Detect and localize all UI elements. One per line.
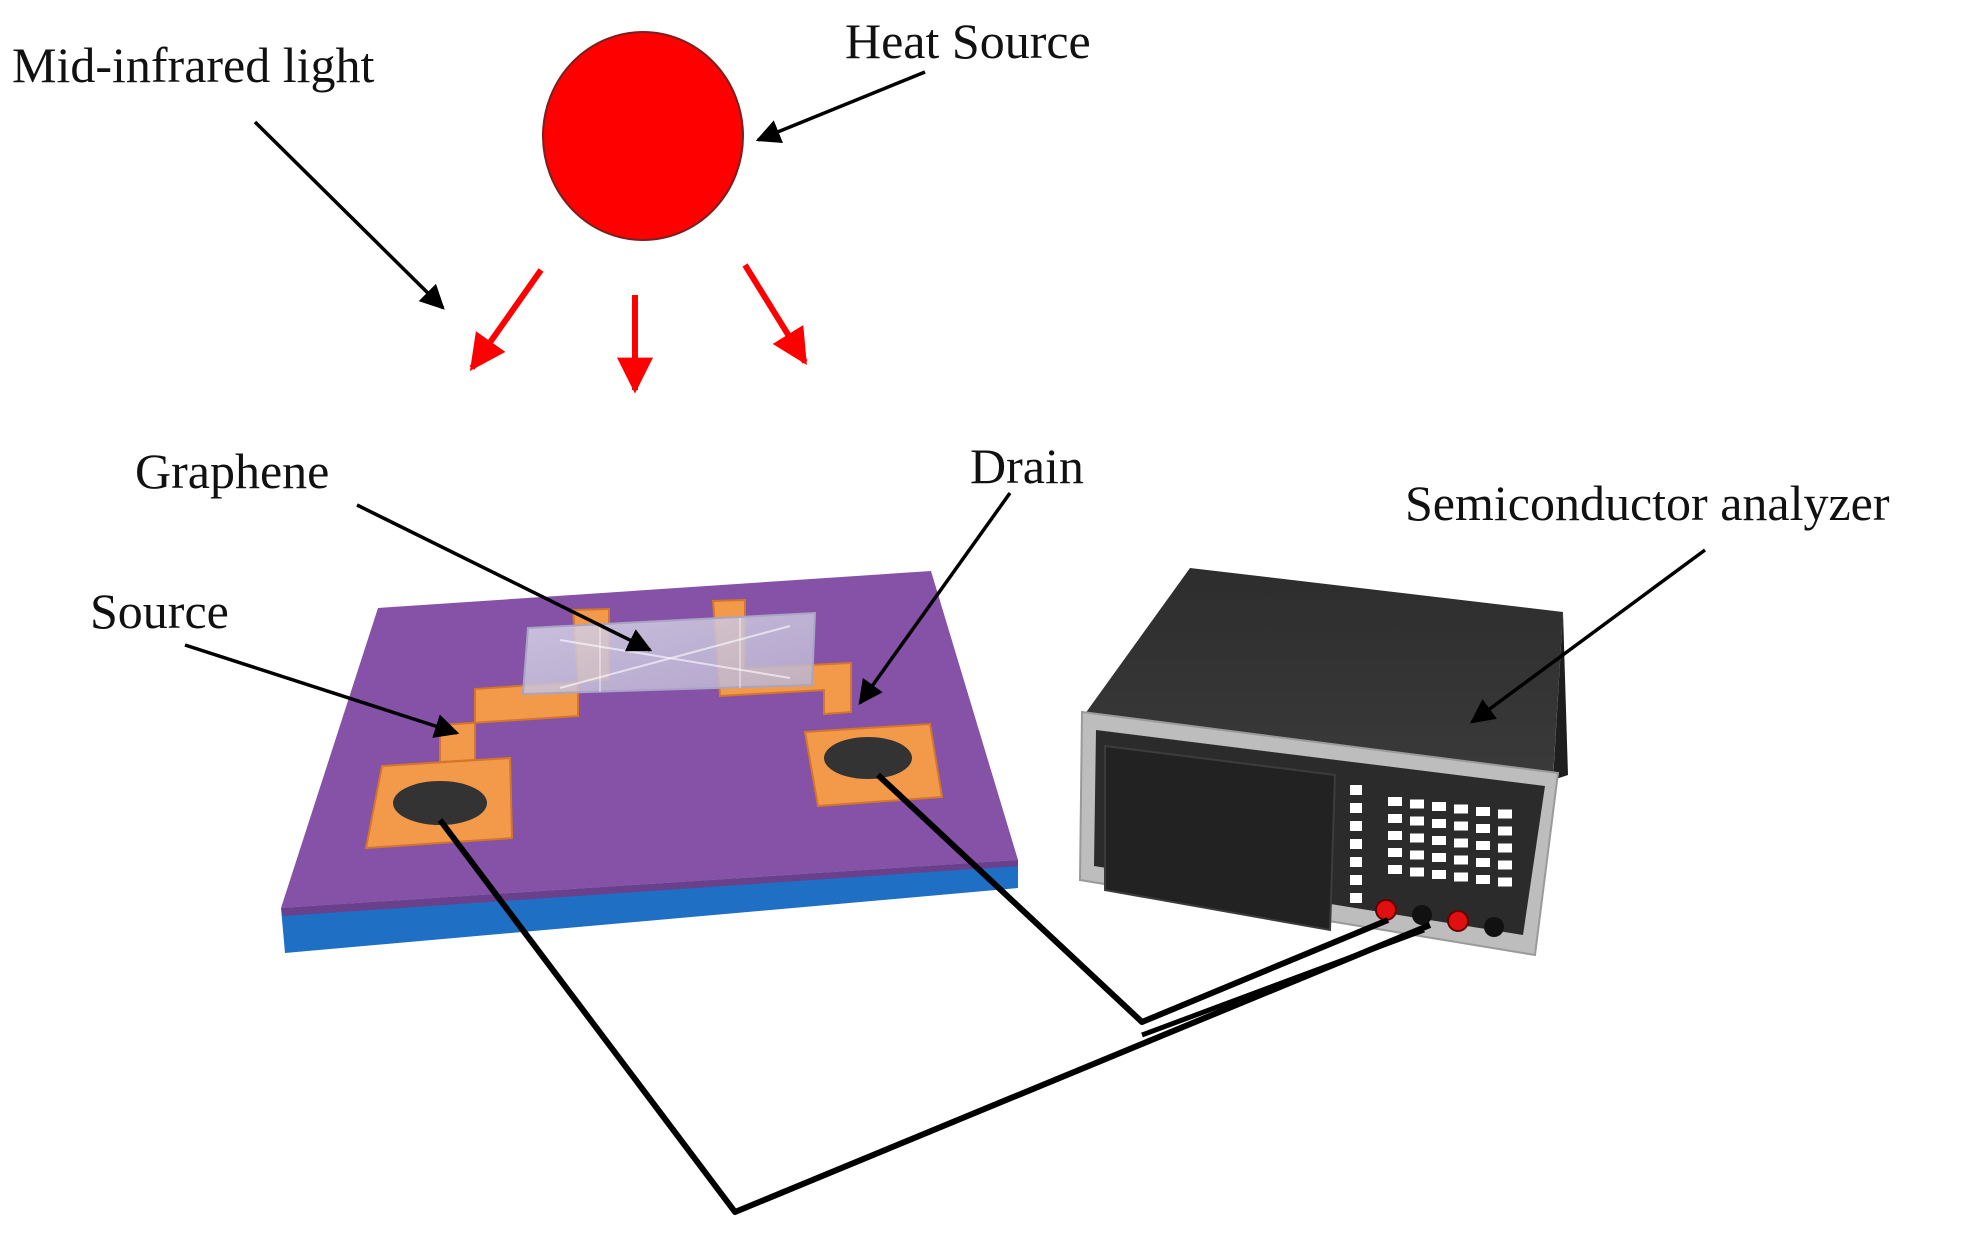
heat-source <box>542 31 744 241</box>
analyzer-terminal-black-2 <box>1484 917 1504 937</box>
analyzer-key <box>1454 872 1468 882</box>
analyzer-key <box>1350 875 1362 885</box>
graphene-sheet <box>521 611 817 696</box>
analyzer-key <box>1432 853 1446 862</box>
analyzer-key <box>1350 785 1362 795</box>
analyzer-key <box>1388 814 1402 823</box>
mid-infrared-light-label: Mid-infrared light <box>12 37 375 93</box>
analyzer-key <box>1410 816 1424 826</box>
analyzer-key <box>1476 807 1490 816</box>
analyzer-key <box>1350 893 1362 903</box>
wires <box>437 772 1432 1215</box>
analyzer-key <box>1350 803 1362 813</box>
analyzer-key <box>1388 865 1402 874</box>
analyzer-key <box>1388 797 1402 806</box>
heat-source-arrow <box>755 70 926 144</box>
semiconductor-analyzer <box>1078 568 1568 957</box>
analyzer-key <box>1388 831 1402 840</box>
analyzer-key <box>1432 870 1446 879</box>
analyzer-key <box>1498 843 1512 853</box>
substrate-top-shade <box>281 860 1018 916</box>
analyzer-terminal-red-2 <box>1447 910 1469 932</box>
source-label: Source <box>90 583 229 639</box>
analyzer-key <box>1454 855 1468 865</box>
heat-source-sphere <box>542 31 744 241</box>
analyzer-key <box>1498 826 1512 836</box>
ir-ray-left <box>469 268 544 371</box>
analyzer-key <box>1454 804 1468 814</box>
analyzer-button-grid <box>1350 785 1512 903</box>
drain-arrow <box>858 491 1012 705</box>
semiconductor-analyzer-label: Semiconductor analyzer <box>1405 475 1890 531</box>
drain-wire <box>875 772 1390 1025</box>
analyzer-key <box>1476 875 1490 884</box>
analyzer-key <box>1432 802 1446 811</box>
analyzer-key <box>1498 809 1512 819</box>
graphene-arrow <box>356 503 653 652</box>
analyzer-key <box>1388 848 1402 857</box>
analyzer-key <box>1454 838 1468 848</box>
analyzer-terminal-red-1 <box>1375 899 1397 921</box>
analyzer-terminal-black-1 <box>1412 905 1432 925</box>
analyzer-top <box>1082 568 1563 778</box>
analyzer-key <box>1476 841 1490 850</box>
mid-infrared-arrow <box>253 120 445 310</box>
analyzer-key <box>1410 833 1424 843</box>
analyzer-screen <box>1104 744 1337 932</box>
analyzer-key <box>1498 877 1512 887</box>
analyzer-key <box>1498 860 1512 870</box>
source-wire <box>437 818 1432 1215</box>
analyzer-key <box>1476 824 1490 833</box>
analyzer-key <box>1350 839 1362 849</box>
analyzer-key <box>1432 819 1446 828</box>
ir-ray-right <box>742 263 808 366</box>
heat-source-label: Heat Source <box>845 13 1091 69</box>
pointer-arrows <box>184 70 1707 738</box>
drain-label: Drain <box>970 438 1084 494</box>
drain-contact <box>824 737 912 779</box>
analyzer-key <box>1410 799 1424 809</box>
analyzer-key <box>1476 858 1490 867</box>
graphene-label: Graphene <box>135 443 329 499</box>
analyzer-key <box>1432 836 1446 845</box>
source-arrow <box>184 643 460 738</box>
drain-wire-parallel <box>1141 927 1425 1038</box>
analyzer-key <box>1454 821 1468 831</box>
substrate-side-front <box>281 860 1018 953</box>
source-contact <box>393 781 487 825</box>
infrared-rays <box>469 263 808 394</box>
analyzer-key <box>1410 867 1424 877</box>
analyzer-key <box>1350 857 1362 867</box>
analyzer-key <box>1410 850 1424 860</box>
analyzer-key <box>1350 821 1362 831</box>
device-chip <box>281 571 1018 953</box>
analyzer-arrow <box>1470 548 1707 724</box>
